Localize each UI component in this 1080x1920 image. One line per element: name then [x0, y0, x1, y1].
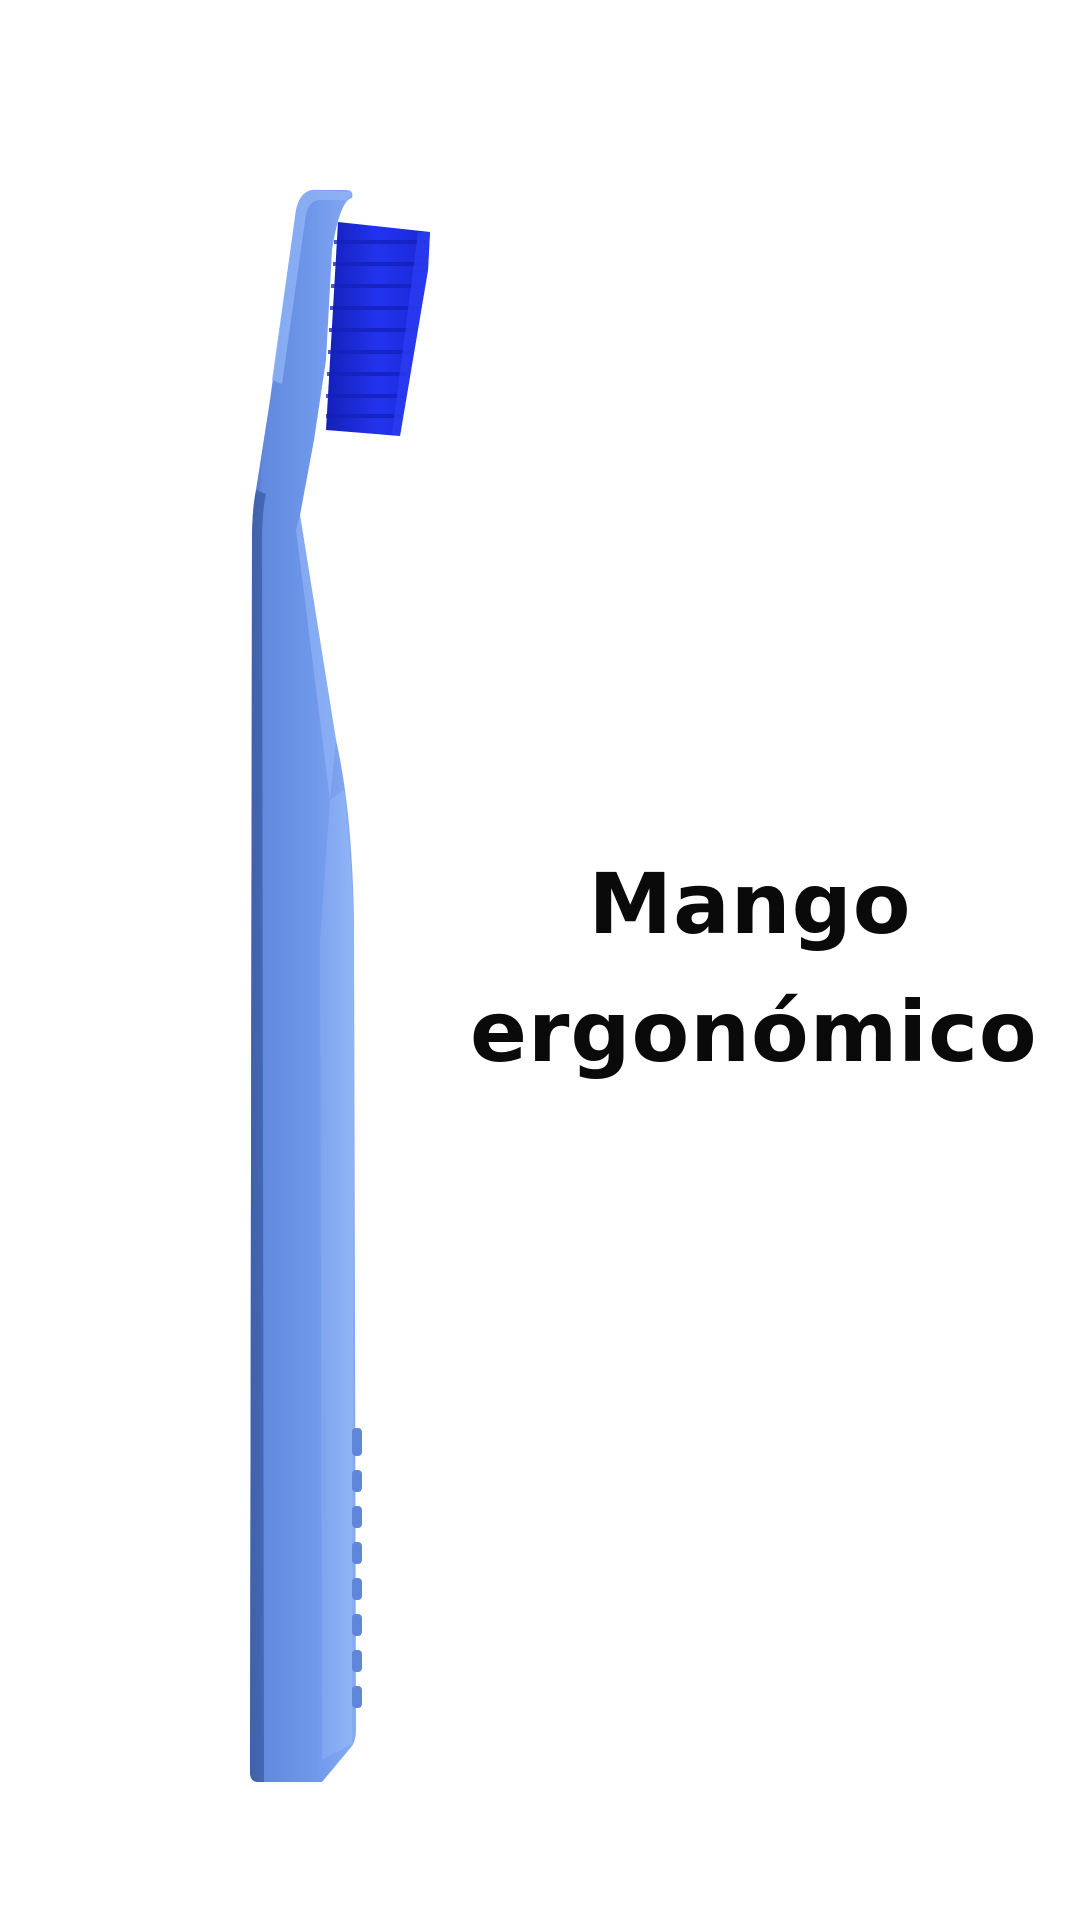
handle-left-edge [250, 490, 266, 1782]
bristles [326, 222, 430, 436]
caption-line-1: Mango [588, 855, 912, 953]
caption: Mango ergonómico [470, 840, 1038, 1096]
head-edge [272, 190, 352, 384]
grip-ridges [352, 1428, 362, 1708]
handle-neck-highlight [296, 515, 336, 800]
caption-line-2: ergonómico [470, 983, 1038, 1081]
handle-side-face [320, 790, 354, 1760]
